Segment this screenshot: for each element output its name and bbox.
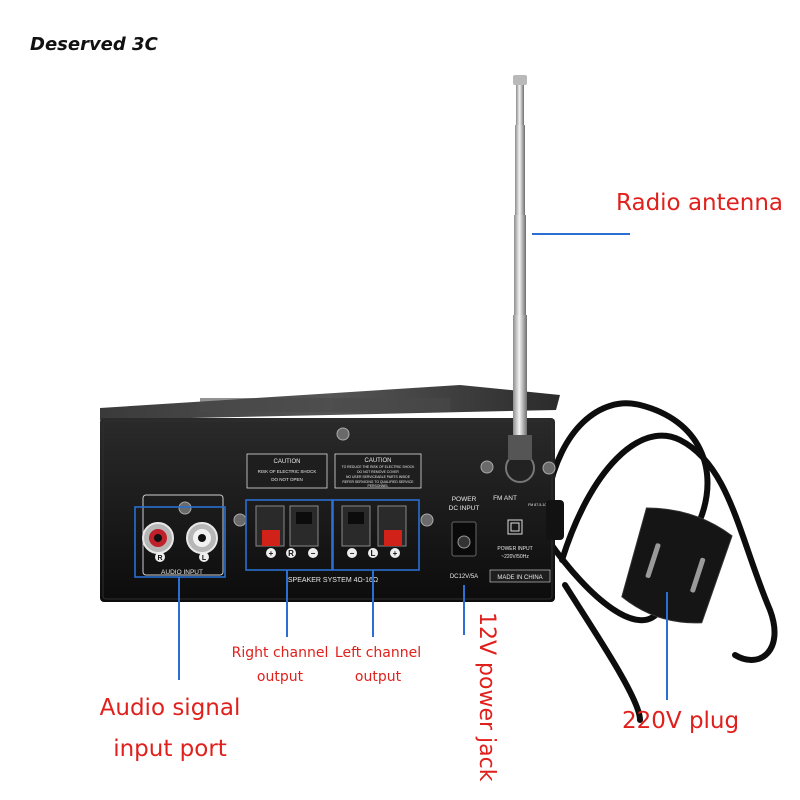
svg-text:PERSONNEL: PERSONNEL [368, 484, 389, 488]
svg-text:DO NOT OPEN: DO NOT OPEN [271, 477, 302, 482]
svg-text:+: + [269, 549, 274, 558]
caution-label-1: CAUTION [274, 459, 301, 465]
callout-plug: 220V plug [622, 708, 740, 734]
callout-power-jack: 12V power jack [474, 612, 499, 782]
audio-input-rca: R L AUDIO INPUT [134, 494, 226, 578]
right-channel-leader [286, 570, 288, 637]
panel-screws [178, 427, 556, 527]
svg-text:DC INPUT: DC INPUT [449, 505, 480, 512]
svg-text:MADE IN CHINA: MADE IN CHINA [497, 575, 542, 581]
svg-text:TO REDUCE THE RISK OF ELECTRIC: TO REDUCE THE RISK OF ELECTRIC SHOCK [342, 465, 416, 469]
callout-audio-input: Audio signal input port [99, 695, 241, 762]
svg-text:REFER SERVICING TO QUALIFIED S: REFER SERVICING TO QUALIFIED SERVICE [342, 480, 414, 484]
brand-watermark: Deserved 3C [30, 34, 158, 55]
power-jack-leader [463, 585, 465, 635]
svg-text:RISK OF ELECTRIC SHOCK: RISK OF ELECTRIC SHOCK [258, 469, 317, 474]
euro-plug [621, 507, 733, 624]
svg-text:POWER INPUT: POWER INPUT [497, 546, 532, 552]
svg-text:R: R [288, 549, 294, 558]
svg-text:−: − [350, 549, 355, 558]
svg-text:SPEAKER SYSTEM 4Ω-16Ω: SPEAKER SYSTEM 4Ω-16Ω [288, 577, 378, 584]
rear-panel [100, 418, 555, 602]
left-channel-leader [372, 570, 374, 637]
antenna-leader [532, 233, 630, 235]
callout-radio-antenna: Radio antenna [616, 190, 784, 216]
speaker-terminals: + R − − L + SPEAKER SYSTEM 4Ω-16Ω [245, 499, 420, 584]
callout-left-channel: Left channel output [334, 645, 422, 685]
svg-text:L: L [371, 549, 376, 558]
svg-text:~220V/50Hz: ~220V/50Hz [501, 554, 529, 560]
svg-text:+: + [393, 549, 398, 558]
svg-text:POWER: POWER [452, 496, 477, 503]
plug-leader [666, 592, 668, 700]
svg-text:−: − [311, 549, 316, 558]
fm-ant-label: FM ANT [493, 495, 517, 502]
audio-input-leader [178, 577, 180, 680]
radio-antenna [505, 75, 535, 483]
svg-text:DO NOT REMOVE COVER: DO NOT REMOVE COVER [357, 470, 399, 474]
svg-text:DC12V/5A: DC12V/5A [450, 574, 478, 580]
caution-label-2: CAUTION [365, 458, 392, 464]
svg-text:AUDIO INPUT: AUDIO INPUT [161, 569, 203, 576]
svg-text:R: R [157, 555, 162, 562]
dc-power-jack: POWER DC INPUT DC12V/5A [449, 496, 480, 580]
svg-text:FM 87.5-108MHz: FM 87.5-108MHz [528, 503, 556, 507]
svg-text:NO USER SERVICEABLE PARTS INSI: NO USER SERVICEABLE PARTS INSIDE [346, 475, 411, 479]
callout-right-channel: Right channel output [231, 645, 329, 685]
svg-text:L: L [202, 555, 207, 562]
